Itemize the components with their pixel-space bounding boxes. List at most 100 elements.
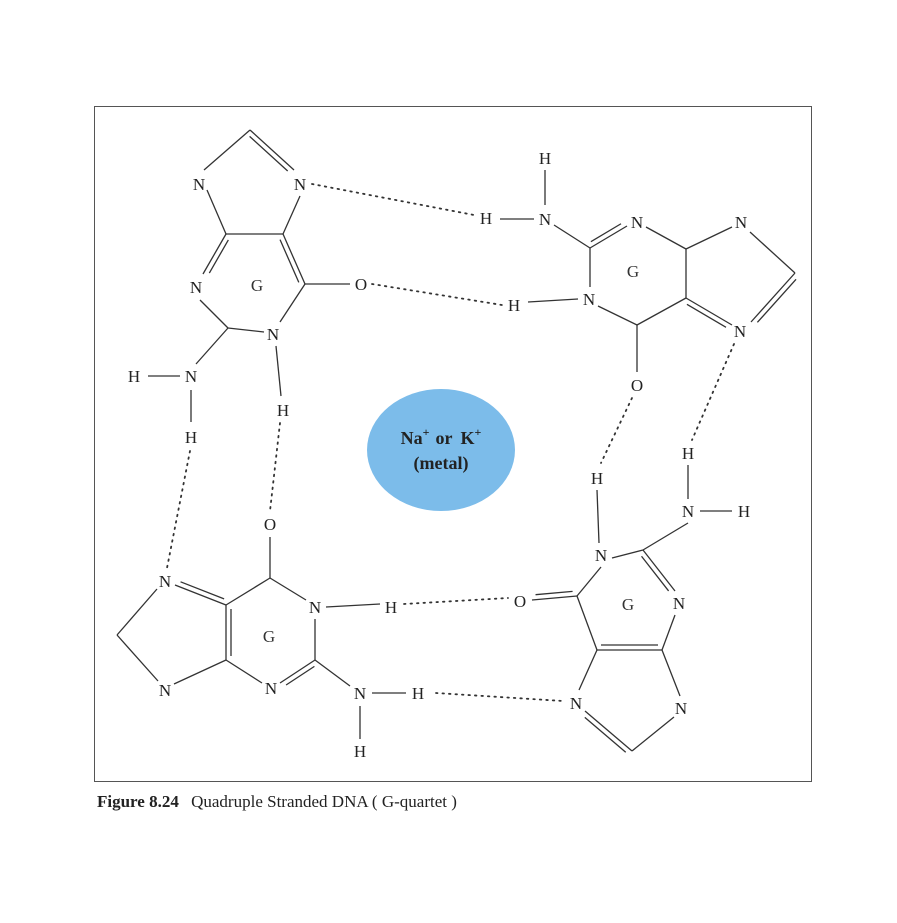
covalent-bond-39	[174, 584, 227, 606]
atom-n-2: N	[267, 325, 279, 344]
covalent-bond-27	[756, 278, 797, 323]
hydrogen-bond-2	[166, 450, 191, 569]
base-label-29: G	[263, 627, 275, 646]
ion-na-charge: +	[423, 425, 430, 439]
covalent-bond-60	[661, 614, 676, 651]
covalent-bond-11	[282, 233, 306, 285]
metal-ion-circle	[367, 389, 515, 511]
base-label-19: G	[627, 262, 639, 281]
base-label-39: G	[622, 595, 634, 614]
covalent-bond-35	[527, 298, 579, 303]
atom-o-20: O	[264, 515, 276, 534]
covalent-bond-68	[661, 649, 681, 697]
atom-h-30: H	[682, 444, 694, 463]
hydrogen-bonds	[166, 183, 735, 702]
covalent-bond-21	[589, 225, 628, 249]
ion-k-charge: +	[475, 425, 482, 439]
covalent-bond-69	[631, 716, 675, 752]
covalent-bond-33	[636, 297, 687, 326]
atom-h-12: H	[480, 209, 492, 228]
covalent-bond-20	[553, 224, 591, 249]
covalent-bond-22	[590, 223, 622, 243]
atom-n-3: N	[185, 367, 197, 386]
atom-n-37: N	[570, 694, 582, 713]
atom-n-34: N	[595, 546, 607, 565]
covalent-bond-72	[578, 649, 598, 691]
covalent-bond-1	[249, 129, 295, 171]
covalent-bond-7	[208, 239, 229, 274]
covalent-bond-42	[116, 634, 159, 682]
atom-n-26: N	[354, 684, 366, 703]
covalent-bond-40	[180, 581, 225, 600]
ion-or: or	[435, 428, 452, 448]
covalent-bond-64	[535, 590, 573, 596]
atom-h-6: H	[277, 401, 289, 420]
atom-n-31: N	[682, 502, 694, 521]
covalent-bond-43	[173, 659, 227, 685]
covalent-bond-47	[279, 659, 316, 684]
ion-na: Na	[401, 428, 423, 448]
atom-n-0: N	[193, 175, 205, 194]
covalent-bond-12	[279, 239, 300, 283]
covalent-bond-63	[531, 595, 578, 601]
covalent-bond-37	[269, 577, 307, 601]
atom-n-14: N	[735, 213, 747, 232]
atom-h-16: H	[508, 296, 520, 315]
covalent-bond-71	[584, 716, 627, 753]
atom-n-35: N	[673, 594, 685, 613]
covalent-bond-8	[199, 299, 229, 329]
atom-h-27: H	[412, 684, 424, 703]
covalent-bond-23	[645, 226, 687, 250]
covalent-bond-32	[597, 305, 638, 326]
atom-n-1: N	[190, 278, 202, 297]
covalent-bond-6	[202, 233, 227, 275]
covalent-bond-0	[203, 129, 251, 171]
atom-o-36: O	[514, 592, 526, 611]
atom-h-4: H	[128, 367, 140, 386]
hydrogen-bond-1	[371, 283, 503, 306]
atom-n-24: N	[159, 681, 171, 700]
covalent-bond-46	[225, 659, 263, 684]
covalent-bond-29	[685, 297, 733, 326]
atom-n-11: N	[539, 210, 551, 229]
covalent-bond-59	[641, 555, 670, 592]
atom-h-10: H	[539, 149, 551, 168]
hydrogen-bond-0	[311, 183, 475, 216]
covalent-bond-51	[314, 659, 351, 687]
base-label-9: G	[251, 276, 263, 295]
covalent-bond-14	[195, 327, 229, 365]
covalent-bond-65	[576, 595, 598, 651]
hydrogen-bond-7	[435, 692, 564, 702]
covalent-bond-50	[325, 603, 381, 608]
covalent-bond-41	[116, 588, 158, 636]
covalent-bond-25	[749, 231, 796, 274]
atom-n-21: N	[159, 572, 171, 591]
atom-n-13: N	[631, 213, 643, 232]
atom-o-18: O	[631, 376, 643, 395]
covalent-bond-3	[206, 189, 227, 235]
atom-n-17: N	[734, 322, 746, 341]
covalent-bond-5	[282, 195, 301, 235]
figure-caption: Figure 8.24 Quadruple Stranded DNA ( G-q…	[97, 792, 457, 812]
covalent-bond-26	[750, 272, 796, 323]
atom-n-8: N	[294, 175, 306, 194]
atom-h-32: H	[738, 502, 750, 521]
covalent-bond-17	[275, 345, 282, 397]
atom-n-22: N	[309, 598, 321, 617]
covalent-bond-48	[285, 665, 315, 686]
figure-frame	[94, 106, 812, 782]
ion-k: K	[460, 428, 474, 448]
hydrogen-bond-6	[403, 597, 509, 605]
hydrogen-bond-4	[600, 397, 633, 464]
covalent-bond-70	[584, 710, 633, 752]
ion-label-line2: (metal)	[414, 453, 469, 474]
covalent-bond-2	[249, 135, 289, 172]
atom-h-33: H	[591, 469, 603, 488]
covalent-bond-9	[227, 327, 265, 333]
atom-n-15: N	[583, 290, 595, 309]
atom-h-28: H	[354, 742, 366, 761]
